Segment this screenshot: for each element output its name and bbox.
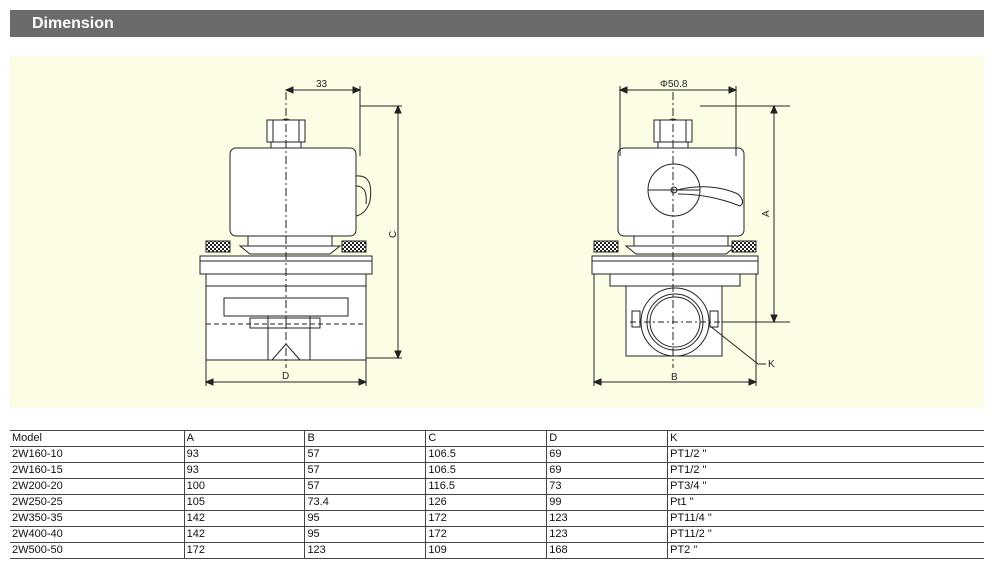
cell-c: 109 [425, 542, 547, 559]
column-header-model: Model [10, 430, 185, 447]
cell-c: 172 [425, 526, 547, 543]
cell-b: 57 [304, 446, 426, 463]
section-header: Dimension [10, 10, 984, 37]
cell-a: 100 [183, 478, 305, 495]
cell-b: 95 [304, 510, 426, 527]
dim-label-b: B [671, 372, 678, 383]
cell-d: 69 [546, 462, 668, 479]
cell-b: 57 [304, 462, 426, 479]
dim-label-k: K [768, 359, 775, 370]
cell-a: 93 [183, 462, 305, 479]
table-row: 2W250-25 105 73.4 126 99 Pt1 " [10, 494, 984, 511]
dim-label-a: A [761, 210, 772, 217]
section-title: Dimension [32, 14, 114, 32]
dim-label-c: C [388, 231, 399, 238]
table-header-row: Model A B C D K [10, 430, 984, 447]
cell-a: 142 [183, 510, 305, 527]
cell-a: 105 [183, 494, 305, 511]
column-header-c: C [425, 430, 547, 447]
cell-d: 123 [546, 526, 668, 543]
table-row: 2W160-15 93 57 106.5 69 PT1/2 " [10, 462, 984, 479]
cell-b: 73.4 [304, 494, 426, 511]
cell-c: 126 [425, 494, 547, 511]
cell-k: Pt1 " [667, 494, 984, 511]
cell-a: 172 [183, 542, 305, 559]
cell-model: 2W350-35 [10, 510, 185, 527]
cell-d: 73 [546, 478, 668, 495]
column-header-k: K [667, 430, 984, 447]
cell-b: 95 [304, 526, 426, 543]
cell-model: 2W500-50 [10, 542, 185, 559]
cell-model: 2W160-10 [10, 446, 185, 463]
valve-dimension-drawing: 33 C D [199, 79, 790, 386]
table-row: 2W350-35 142 95 172 123 PT11/4 " [10, 510, 984, 527]
dim-label-d: D [282, 371, 289, 382]
cell-b: 57 [304, 478, 426, 495]
table-row: 2W400-40 142 95 172 123 PT11/2 " [10, 526, 984, 543]
column-header-d: D [546, 430, 668, 447]
cell-model: 2W200-20 [10, 478, 185, 495]
cell-a: 93 [183, 446, 305, 463]
cell-c: 106.5 [425, 462, 547, 479]
cell-k: PT2 " [667, 542, 984, 559]
valve-side-view [199, 86, 402, 386]
table-row: 2W500-50 172 123 109 168 PT2 " [10, 542, 984, 559]
cell-k: PT1/2 " [667, 462, 984, 479]
cell-model: 2W160-15 [10, 462, 185, 479]
cell-d: 123 [546, 510, 668, 527]
dimension-drawing-panel: 33 C D [10, 56, 984, 408]
cell-c: 106.5 [425, 446, 547, 463]
dim-label-33: 33 [316, 79, 328, 90]
table-row: 2W160-10 93 57 106.5 69 PT1/2 " [10, 446, 984, 463]
cell-c: 172 [425, 510, 547, 527]
cell-d: 168 [546, 542, 668, 559]
cell-k: PT11/4 " [667, 510, 984, 527]
cell-d: 69 [546, 446, 668, 463]
cell-k: PT3/4 " [667, 478, 984, 495]
cell-k: PT1/2 " [667, 446, 984, 463]
cell-a: 142 [183, 526, 305, 543]
cell-k: PT11/2 " [667, 526, 984, 543]
valve-front-view [591, 86, 790, 386]
dimension-table: Model A B C D K 2W160-10 93 57 106.5 69 … [10, 430, 984, 559]
column-header-b: B [304, 430, 426, 447]
table-row: 2W200-20 100 57 116.5 73 PT3/4 " [10, 478, 984, 495]
cell-d: 99 [546, 494, 668, 511]
cell-model: 2W250-25 [10, 494, 185, 511]
dim-label-diameter: Φ50.8 [660, 79, 688, 90]
cell-model: 2W400-40 [10, 526, 185, 543]
column-header-a: A [183, 430, 305, 447]
cell-c: 116.5 [425, 478, 547, 495]
cell-b: 123 [304, 542, 426, 559]
